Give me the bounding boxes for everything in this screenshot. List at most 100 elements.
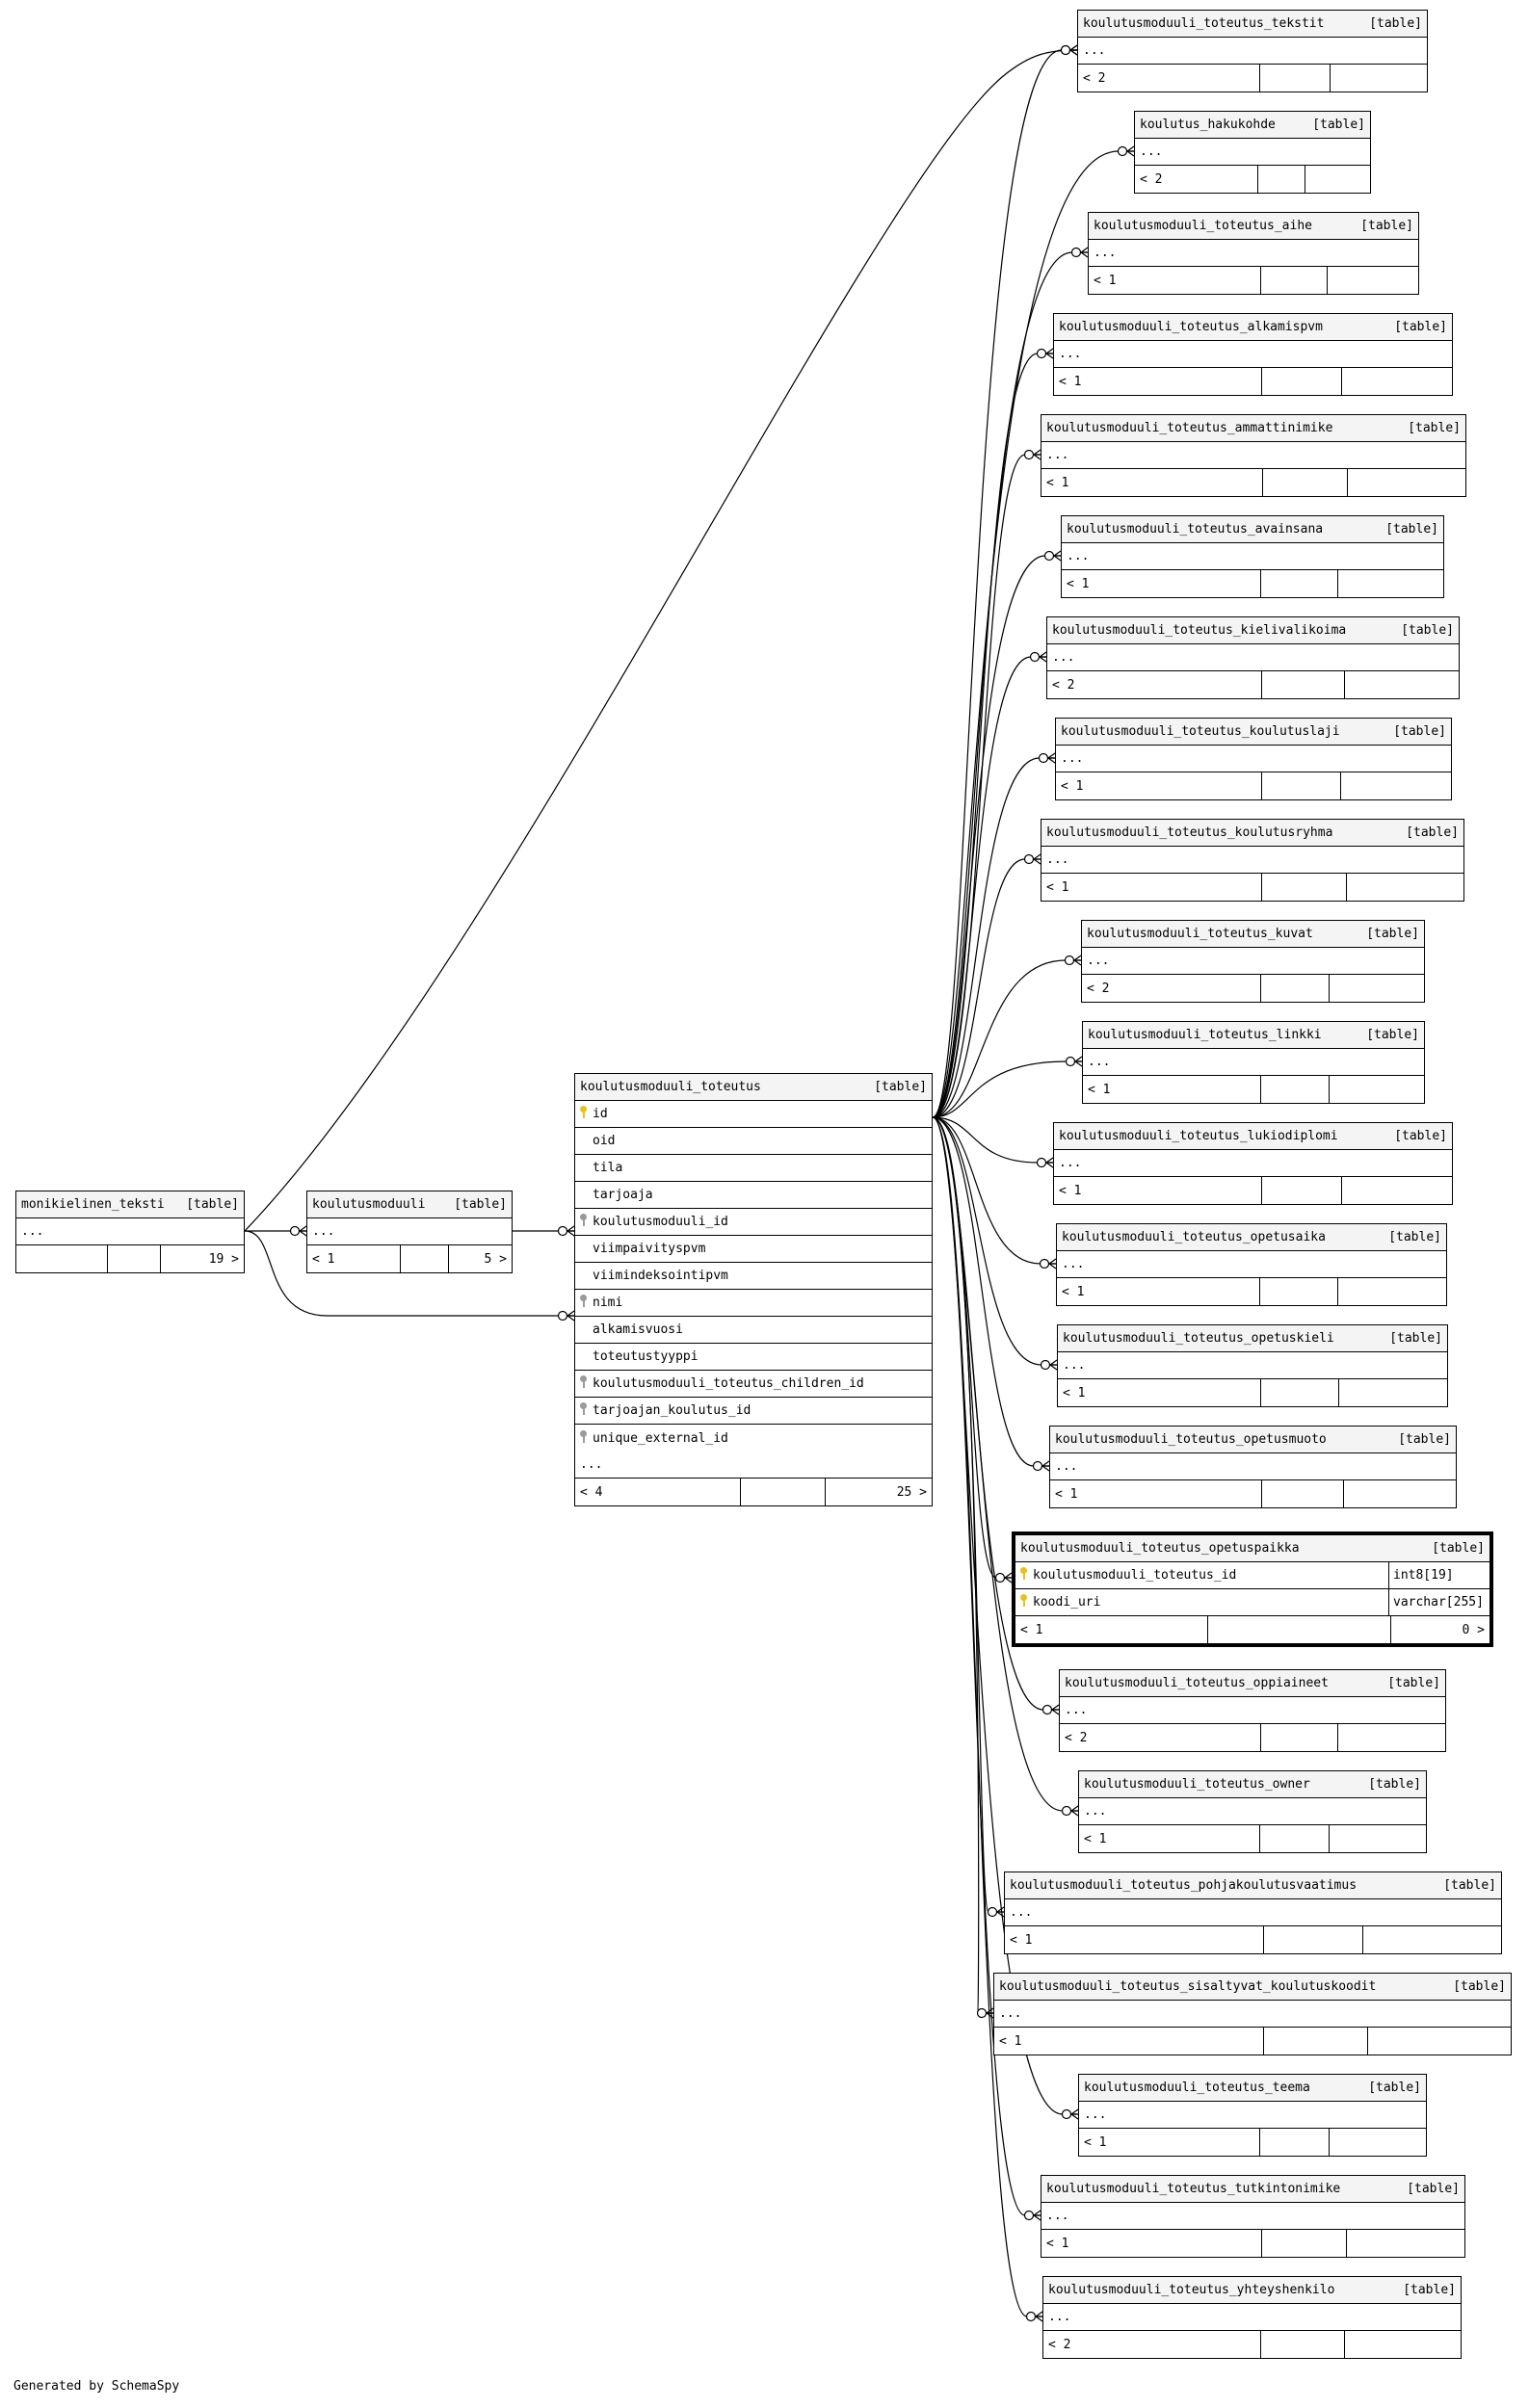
column-row[interactable]: koulutusmoduuli_toteutus_children_id xyxy=(575,1371,932,1398)
table-koulutusmoduuli-toteutus-sisaltyvat-koulutuskoodit[interactable]: koulutusmoduuli_toteutus_sisaltyvat_koul… xyxy=(993,1973,1512,2055)
parents-count[interactable]: < 2 xyxy=(1043,2331,1261,2358)
more-columns[interactable]: ... xyxy=(1054,341,1452,368)
table-footer: < 1 xyxy=(1089,267,1418,294)
parents-count[interactable]: < 1 xyxy=(994,2028,1264,2055)
table-koulutusmoduuli-toteutus-oppiaineet[interactable]: koulutusmoduuli_toteutus_oppiaineet[tabl… xyxy=(1059,1669,1446,1752)
column-row[interactable]: viimpaivityspvm xyxy=(575,1236,932,1263)
parents-count[interactable]: < 2 xyxy=(1135,166,1258,193)
children-count[interactable]: 0 > xyxy=(1462,1622,1485,1637)
table-koulutusmoduuli-toteutus-yhteyshenkilo[interactable]: koulutusmoduuli_toteutus_yhteyshenkilo[t… xyxy=(1042,2276,1462,2359)
parents-count[interactable] xyxy=(16,1245,108,1272)
more-columns[interactable]: ... xyxy=(1057,1251,1446,1278)
table-koulutusmoduuli-toteutus-owner[interactable]: koulutusmoduuli_toteutus_owner[table]...… xyxy=(1078,1770,1427,1853)
table-koulutusmoduuli-toteutus-avainsana[interactable]: koulutusmoduuli_toteutus_avainsana[table… xyxy=(1061,515,1444,598)
column-row[interactable]: koulutusmoduuli_id xyxy=(575,1209,932,1236)
table-koulutusmoduuli-toteutus-opetuskieli[interactable]: koulutusmoduuli_toteutus_opetuskieli[tab… xyxy=(1057,1324,1448,1407)
table-koulutusmoduuli-toteutus-tutkintonimike[interactable]: koulutusmoduuli_toteutus_tutkintonimike[… xyxy=(1041,2175,1465,2258)
column-row[interactable]: toteutustyyppi xyxy=(575,1344,932,1371)
more-columns[interactable]: ... xyxy=(1079,1798,1426,1825)
children-count[interactable]: 5 > xyxy=(484,1251,507,1267)
parents-count[interactable]: < 1 xyxy=(1058,1379,1261,1406)
parents-count[interactable]: < 1 xyxy=(1054,1177,1262,1204)
more-columns[interactable]: ... xyxy=(307,1218,512,1245)
more-columns[interactable]: ... xyxy=(1135,139,1370,166)
column-row[interactable]: koodi_uri varchar[255] xyxy=(1015,1589,1489,1616)
more-columns[interactable]: ... xyxy=(1041,442,1465,469)
parents-count[interactable]: < 1 xyxy=(307,1245,401,1272)
more-columns[interactable]: ... xyxy=(1058,1352,1447,1379)
column-row[interactable]: nimi xyxy=(575,1290,932,1317)
column-row[interactable]: oid xyxy=(575,1128,932,1155)
parents-count[interactable]: < 1 xyxy=(1005,1926,1264,1953)
table-koulutusmoduuli-toteutus-opetusmuoto[interactable]: koulutusmoduuli_toteutus_opetusmuoto[tab… xyxy=(1049,1426,1457,1508)
table-header: koulutusmoduuli_toteutus_opetusmuoto[tab… xyxy=(1050,1426,1456,1453)
table-koulutusmoduuli-toteutus-kuvat[interactable]: koulutusmoduuli_toteutus_kuvat[table]...… xyxy=(1081,920,1425,1003)
parents-count[interactable]: < 1 xyxy=(1089,267,1261,294)
table-koulutusmoduuli-toteutus-aihe[interactable]: koulutusmoduuli_toteutus_aihe[table]...<… xyxy=(1088,212,1419,295)
parents-count[interactable]: < 1 xyxy=(1079,2129,1260,2156)
parents-count[interactable]: < 1 xyxy=(1041,874,1262,901)
table-koulutus-hakukohde[interactable]: koulutus_hakukohde[table]...< 2 xyxy=(1134,111,1371,194)
parents-count[interactable]: < 1 xyxy=(1054,368,1262,395)
table-koulutusmoduuli-toteutus-lukiodiplomi[interactable]: koulutusmoduuli_toteutus_lukiodiplomi[ta… xyxy=(1053,1122,1453,1205)
crow-foot-marker xyxy=(1117,145,1135,157)
more-columns[interactable]: ... xyxy=(1060,1697,1445,1724)
more-columns[interactable]: ... xyxy=(1089,240,1418,267)
column-row[interactable]: tarjoaja xyxy=(575,1182,932,1209)
column-row[interactable]: alkamisvuosi xyxy=(575,1317,932,1344)
parents-count[interactable]: < 1 xyxy=(1079,1825,1260,1852)
table-koulutusmoduuli-toteutus-koulutuslaji[interactable]: koulutusmoduuli_toteutus_koulutuslaji[ta… xyxy=(1055,718,1452,800)
table-koulutusmoduuli-toteutus-teema[interactable]: koulutusmoduuli_toteutus_teema[table]...… xyxy=(1078,2074,1427,2157)
more-columns[interactable]: ... xyxy=(16,1218,244,1245)
more-columns[interactable]: ... xyxy=(1043,2304,1461,2331)
parents-count[interactable]: < 1 xyxy=(1050,1480,1262,1507)
parents-count[interactable]: < 2 xyxy=(1060,1724,1261,1751)
parents-count[interactable]: < 1 xyxy=(1057,1278,1260,1305)
column-row[interactable]: id xyxy=(575,1101,932,1128)
column-row[interactable]: koulutusmoduuli_toteutus_id int8[19] xyxy=(1015,1562,1489,1589)
children-count[interactable]: 19 > xyxy=(208,1251,239,1267)
parents-count[interactable]: < 1 xyxy=(1056,772,1262,799)
column-row[interactable]: viimindeksointipvm xyxy=(575,1263,932,1290)
table-koulutusmoduuli[interactable]: koulutusmoduuli [table] ... < 1 5 > xyxy=(306,1191,513,1273)
table-koulutusmoduuli-toteutus-opetuspaikka[interactable]: koulutusmoduuli_toteutus_opetuspaikka [t… xyxy=(1012,1531,1493,1647)
more-columns[interactable]: ... xyxy=(1047,644,1459,671)
parents-count[interactable]: < 1 xyxy=(1041,469,1263,496)
more-columns[interactable]: ... xyxy=(1056,746,1451,772)
more-columns[interactable]: ... xyxy=(1082,948,1424,975)
table-monikielinen-teksti[interactable]: monikielinen_teksti [table] ... 19 > xyxy=(15,1191,245,1273)
table-koulutusmoduuli-toteutus-linkki[interactable]: koulutusmoduuli_toteutus_linkki[table]..… xyxy=(1082,1021,1425,1104)
table-koulutusmoduuli-toteutus-koulutusryhma[interactable]: koulutusmoduuli_toteutus_koulutusryhma[t… xyxy=(1041,819,1464,902)
parents-count[interactable]: < 1 xyxy=(1015,1616,1208,1643)
more-columns[interactable]: ... xyxy=(1079,2102,1426,2129)
parents-count[interactable]: < 4 xyxy=(575,1479,741,1505)
table-name: koulutusmoduuli_toteutus xyxy=(580,1080,761,1094)
more-columns[interactable]: ... xyxy=(1078,38,1427,65)
more-columns[interactable]: ... xyxy=(994,2001,1511,2028)
parents-count[interactable]: < 1 xyxy=(1083,1076,1261,1103)
more-columns[interactable]: ... xyxy=(1054,1150,1452,1177)
more-columns[interactable]: ... xyxy=(1041,847,1463,874)
table-koulutusmoduuli-toteutus-opetusaika[interactable]: koulutusmoduuli_toteutus_opetusaika[tabl… xyxy=(1056,1223,1447,1306)
more-columns[interactable]: ... xyxy=(1062,543,1443,570)
parents-count[interactable]: < 2 xyxy=(1047,671,1262,698)
table-koulutusmoduuli-toteutus-ammattinimike[interactable]: koulutusmoduuli_toteutus_ammattinimike[t… xyxy=(1041,414,1466,497)
table-koulutusmoduuli-toteutus-kielivalikoima[interactable]: koulutusmoduuli_toteutus_kielivalikoima[… xyxy=(1046,616,1460,699)
column-row[interactable]: tila xyxy=(575,1155,932,1182)
children-count[interactable]: 25 > xyxy=(896,1484,927,1500)
column-row[interactable]: tarjoajan_koulutus_id xyxy=(575,1398,932,1425)
more-columns[interactable]: ... xyxy=(1050,1453,1456,1480)
parents-count[interactable]: < 2 xyxy=(1082,975,1261,1002)
parents-count[interactable]: < 2 xyxy=(1078,65,1260,92)
parents-count[interactable]: < 1 xyxy=(1062,570,1261,597)
parents-count[interactable]: < 1 xyxy=(1041,2230,1262,2257)
more-columns[interactable]: ... xyxy=(1005,1899,1501,1926)
table-koulutusmoduuli-toteutus-tekstit[interactable]: koulutusmoduuli_toteutus_tekstit[table].… xyxy=(1077,10,1428,92)
table-koulutusmoduuli-toteutus-alkamispvm[interactable]: koulutusmoduuli_toteutus_alkamispvm[tabl… xyxy=(1053,313,1453,396)
more-columns[interactable]: ... xyxy=(1083,1049,1424,1076)
column-row[interactable]: unique_external_id xyxy=(575,1425,932,1452)
table-koulutusmoduuli-toteutus-pohjakoulutusvaatimus[interactable]: koulutusmoduuli_toteutus_pohjakoulutusva… xyxy=(1004,1871,1502,1954)
more-columns[interactable]: ... xyxy=(575,1452,932,1479)
more-columns[interactable]: ... xyxy=(1041,2203,1464,2230)
